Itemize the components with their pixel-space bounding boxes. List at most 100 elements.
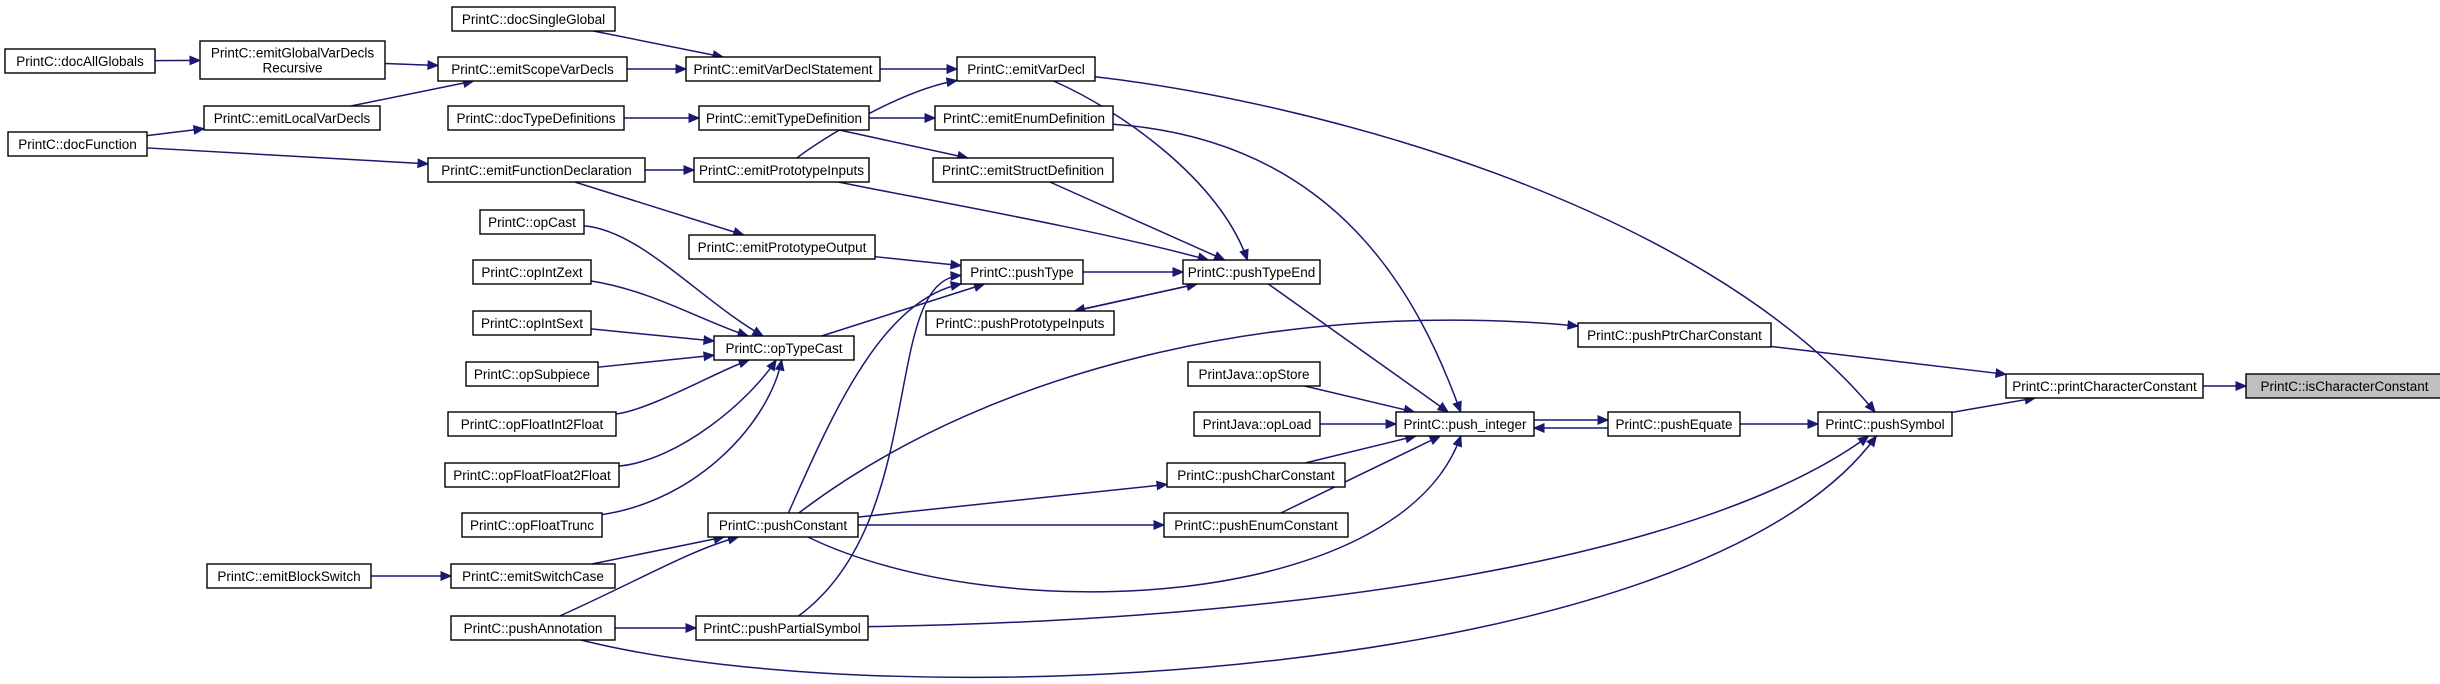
node-pushAnnotation[interactable]: PrintC::pushAnnotation [450, 615, 616, 641]
node-box [934, 105, 1114, 131]
node-label: PrintC::pushPartialSymbol [703, 621, 861, 636]
node-label: PrintC::printCharacterConstant [2012, 379, 2197, 394]
node-opIntZext[interactable]: PrintC::opIntZext [472, 259, 592, 285]
node-box [1193, 411, 1321, 437]
arrowhead-opFloatFloat2Float-to-opTypeCast [766, 358, 777, 372]
node-push_integer[interactable]: PrintC::push_integer [1395, 411, 1535, 437]
node-label: PrintC::opTypeCast [725, 341, 842, 356]
node-label: PrintC::emitBlockSwitch [217, 569, 360, 584]
node-emitPrototypeOutput[interactable]: PrintC::emitPrototypeOutput [688, 234, 876, 260]
node-emitLocalVarDecls[interactable]: PrintC::emitLocalVarDecls [203, 105, 381, 131]
node-pushCharConstant[interactable]: PrintC::pushCharConstant [1166, 462, 1346, 488]
node-label: PrintC::pushEnumConstant [1174, 518, 1338, 533]
node-pushEnumConstant[interactable]: PrintC::pushEnumConstant [1163, 512, 1349, 538]
node-opTypeCast[interactable]: PrintC::opTypeCast [713, 335, 855, 361]
node-box [698, 105, 870, 131]
node-box [1182, 259, 1321, 285]
node-emitScopeVarDecls[interactable]: PrintC::emitScopeVarDecls [437, 56, 628, 82]
node-label: PrintC::emitPrototypeOutput [698, 240, 867, 255]
node-box [450, 615, 616, 641]
node-docTypeDefinitions[interactable]: PrintC::docTypeDefinitions [447, 105, 625, 131]
edge-emitSwitchCase-to-pushConstant [591, 536, 725, 565]
node-emitTypeDefinition[interactable]: PrintC::emitTypeDefinition [698, 105, 870, 131]
node-emitBlockSwitch[interactable]: PrintC::emitBlockSwitch [206, 563, 372, 589]
node-box [1163, 512, 1349, 538]
arrowhead-pushTypeEnd-to-push_integer [1436, 401, 1450, 413]
node-opFloatTrunc[interactable]: PrintC::opFloatTrunc [461, 512, 603, 538]
node-docFunction[interactable]: PrintC::docFunction [7, 131, 148, 157]
node-opStore[interactable]: PrintJava::opStore [1187, 361, 1321, 387]
arrowhead-pushEnumConstant-to-push_integer [1428, 435, 1442, 446]
node-pushType[interactable]: PrintC::pushType [960, 259, 1084, 285]
edge-pushPrototypeInputs-to-pushTypeEnd [1074, 283, 1198, 312]
node-emitPrototypeInputs[interactable]: PrintC::emitPrototypeInputs [693, 157, 870, 183]
node-label: PrintC::emitTypeDefinition [706, 111, 862, 126]
node-emitVarDeclStatement[interactable]: PrintC::emitVarDeclStatement [685, 56, 881, 82]
node-box [1607, 411, 1741, 437]
edge-emitEnumDefinition-to-push_integer [1112, 123, 1462, 413]
node-label: PrintC::pushTypeEnd [1188, 265, 1316, 280]
node-emitSwitchCase[interactable]: PrintC::emitSwitchCase [450, 563, 616, 589]
node-label: PrintC::emitSwitchCase [462, 569, 604, 584]
node-pushEquate[interactable]: PrintC::pushEquate [1607, 411, 1741, 437]
node-pushPtrCharConstant[interactable]: PrintC::pushPtrCharConstant [1577, 322, 1772, 348]
edge-pushConstant-to-pushType [787, 283, 962, 514]
node-printCharacterConstant[interactable]: PrintC::printCharacterConstant [2005, 373, 2204, 399]
arrowhead-emitVarDeclStatement-to-emitVarDecl [946, 64, 959, 74]
node-box [451, 6, 616, 32]
node-box [7, 131, 148, 157]
node-box [427, 157, 646, 183]
node-emitVarDecl[interactable]: PrintC::emitVarDecl [956, 56, 1096, 82]
node-opIntSext[interactable]: PrintC::opIntSext [472, 310, 592, 336]
node-pushConstant[interactable]: PrintC::pushConstant [707, 512, 859, 538]
node-emitStructDefinition[interactable]: PrintC::emitStructDefinition [932, 157, 1114, 183]
arrowhead-pushEquate-to-push_integer [1532, 423, 1545, 433]
arrowhead-docFunction-to-emitFunctionDeclaration [417, 158, 430, 169]
node-emitFunctionDeclaration[interactable]: PrintC::emitFunctionDeclaration [427, 157, 646, 183]
arrowhead-emitEnumDefinition-to-push_integer [1452, 400, 1462, 414]
arrowhead-emitStructDefinition-to-pushTypeEnd [1213, 251, 1226, 261]
edge-pushConstant-to-pushCharConstant [857, 483, 1168, 518]
node-box [479, 209, 585, 235]
node-pushTypeEnd[interactable]: PrintC::pushTypeEnd [1182, 259, 1321, 285]
edge-pushPtrCharConstant-to-printCharacterConstant [1770, 345, 2007, 376]
node-isCharacterConstant[interactable]: PrintC::isCharacterConstant [2245, 373, 2440, 399]
edge-emitFunctionDeclaration-to-emitPrototypeOutput [574, 181, 744, 236]
node-box [1577, 322, 1772, 348]
node-box [960, 259, 1084, 285]
node-box [2005, 373, 2204, 399]
node-box [206, 563, 372, 589]
node-box [203, 105, 381, 131]
node-label: PrintJava::opLoad [1203, 417, 1312, 432]
arrowhead-emitTypeDefinition-to-emitEnumDefinition [924, 113, 937, 123]
arrowhead-docAllGlobals-to-emitGlobalVarDeclsRecursive [189, 55, 202, 66]
node-label: PrintC::emitStructDefinition [942, 163, 1104, 178]
node-opLoad[interactable]: PrintJava::opLoad [1193, 411, 1321, 437]
node-pushPrototypeInputs[interactable]: PrintC::pushPrototypeInputs [925, 310, 1115, 336]
node-opFloatFloat2Float[interactable]: PrintC::opFloatFloat2Float [444, 462, 620, 488]
node-box [925, 310, 1115, 336]
node-opCast[interactable]: PrintC::opCast [479, 209, 585, 235]
node-box [472, 310, 592, 336]
arrowhead-opSubpiece-to-opTypeCast [703, 351, 716, 362]
edge-docSingleGlobal-to-emitVarDeclStatement [593, 30, 724, 58]
node-docSingleGlobal[interactable]: PrintC::docSingleGlobal [451, 6, 616, 32]
node-label: PrintJava::opStore [1198, 367, 1309, 382]
edge-pushAnnotation-to-pushSymbol [580, 435, 1877, 679]
node-box [932, 157, 1114, 183]
node-pushPartialSymbol[interactable]: PrintC::pushPartialSymbol [695, 615, 869, 641]
arrowhead-emitBlockSwitch-to-emitSwitchCase [440, 571, 453, 581]
node-box [956, 56, 1096, 82]
node-docAllGlobals[interactable]: PrintC::docAllGlobals [4, 48, 156, 74]
edge-emitVarDecl-to-pushSymbol [1094, 76, 1876, 413]
node-opFloatInt2Float[interactable]: PrintC::opFloatInt2Float [447, 411, 617, 437]
edge-opIntSext-to-opTypeCast [590, 328, 715, 342]
node-opSubpiece[interactable]: PrintC::opSubpiece [465, 361, 599, 387]
node-box [688, 234, 876, 260]
edge-emitPrototypeOutput-to-pushType [874, 255, 962, 267]
node-label: PrintC::emitPrototypeInputs [699, 163, 864, 178]
edge-pushSymbol-to-printCharacterConstant [1951, 397, 2036, 414]
node-pushSymbol[interactable]: PrintC::pushSymbol [1817, 411, 1953, 437]
node-emitEnumDefinition[interactable]: PrintC::emitEnumDefinition [934, 105, 1114, 131]
